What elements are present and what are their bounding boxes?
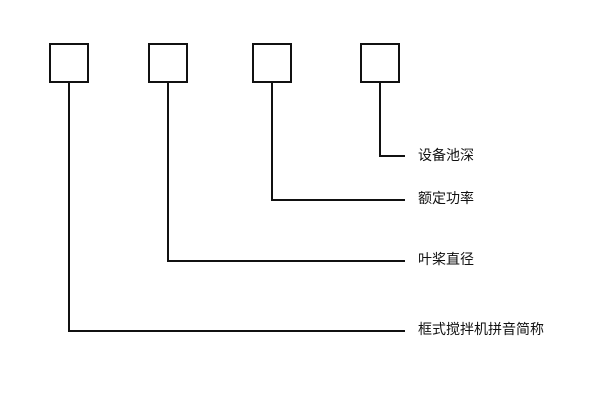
leader-line-diameter	[167, 82, 405, 262]
label-depth: 设备池深	[418, 148, 474, 164]
leader-line-abbrev	[68, 82, 405, 332]
label-diameter: 叶桨直径	[418, 252, 474, 268]
leader-line-depth	[379, 82, 405, 157]
code-box-2	[148, 43, 188, 83]
leader-line-power	[271, 82, 405, 201]
code-box-1	[49, 43, 89, 83]
label-abbrev: 框式搅拌机拼音简称	[418, 322, 544, 338]
code-box-4	[360, 43, 400, 83]
code-box-3	[252, 43, 292, 83]
label-power: 额定功率	[418, 191, 474, 207]
